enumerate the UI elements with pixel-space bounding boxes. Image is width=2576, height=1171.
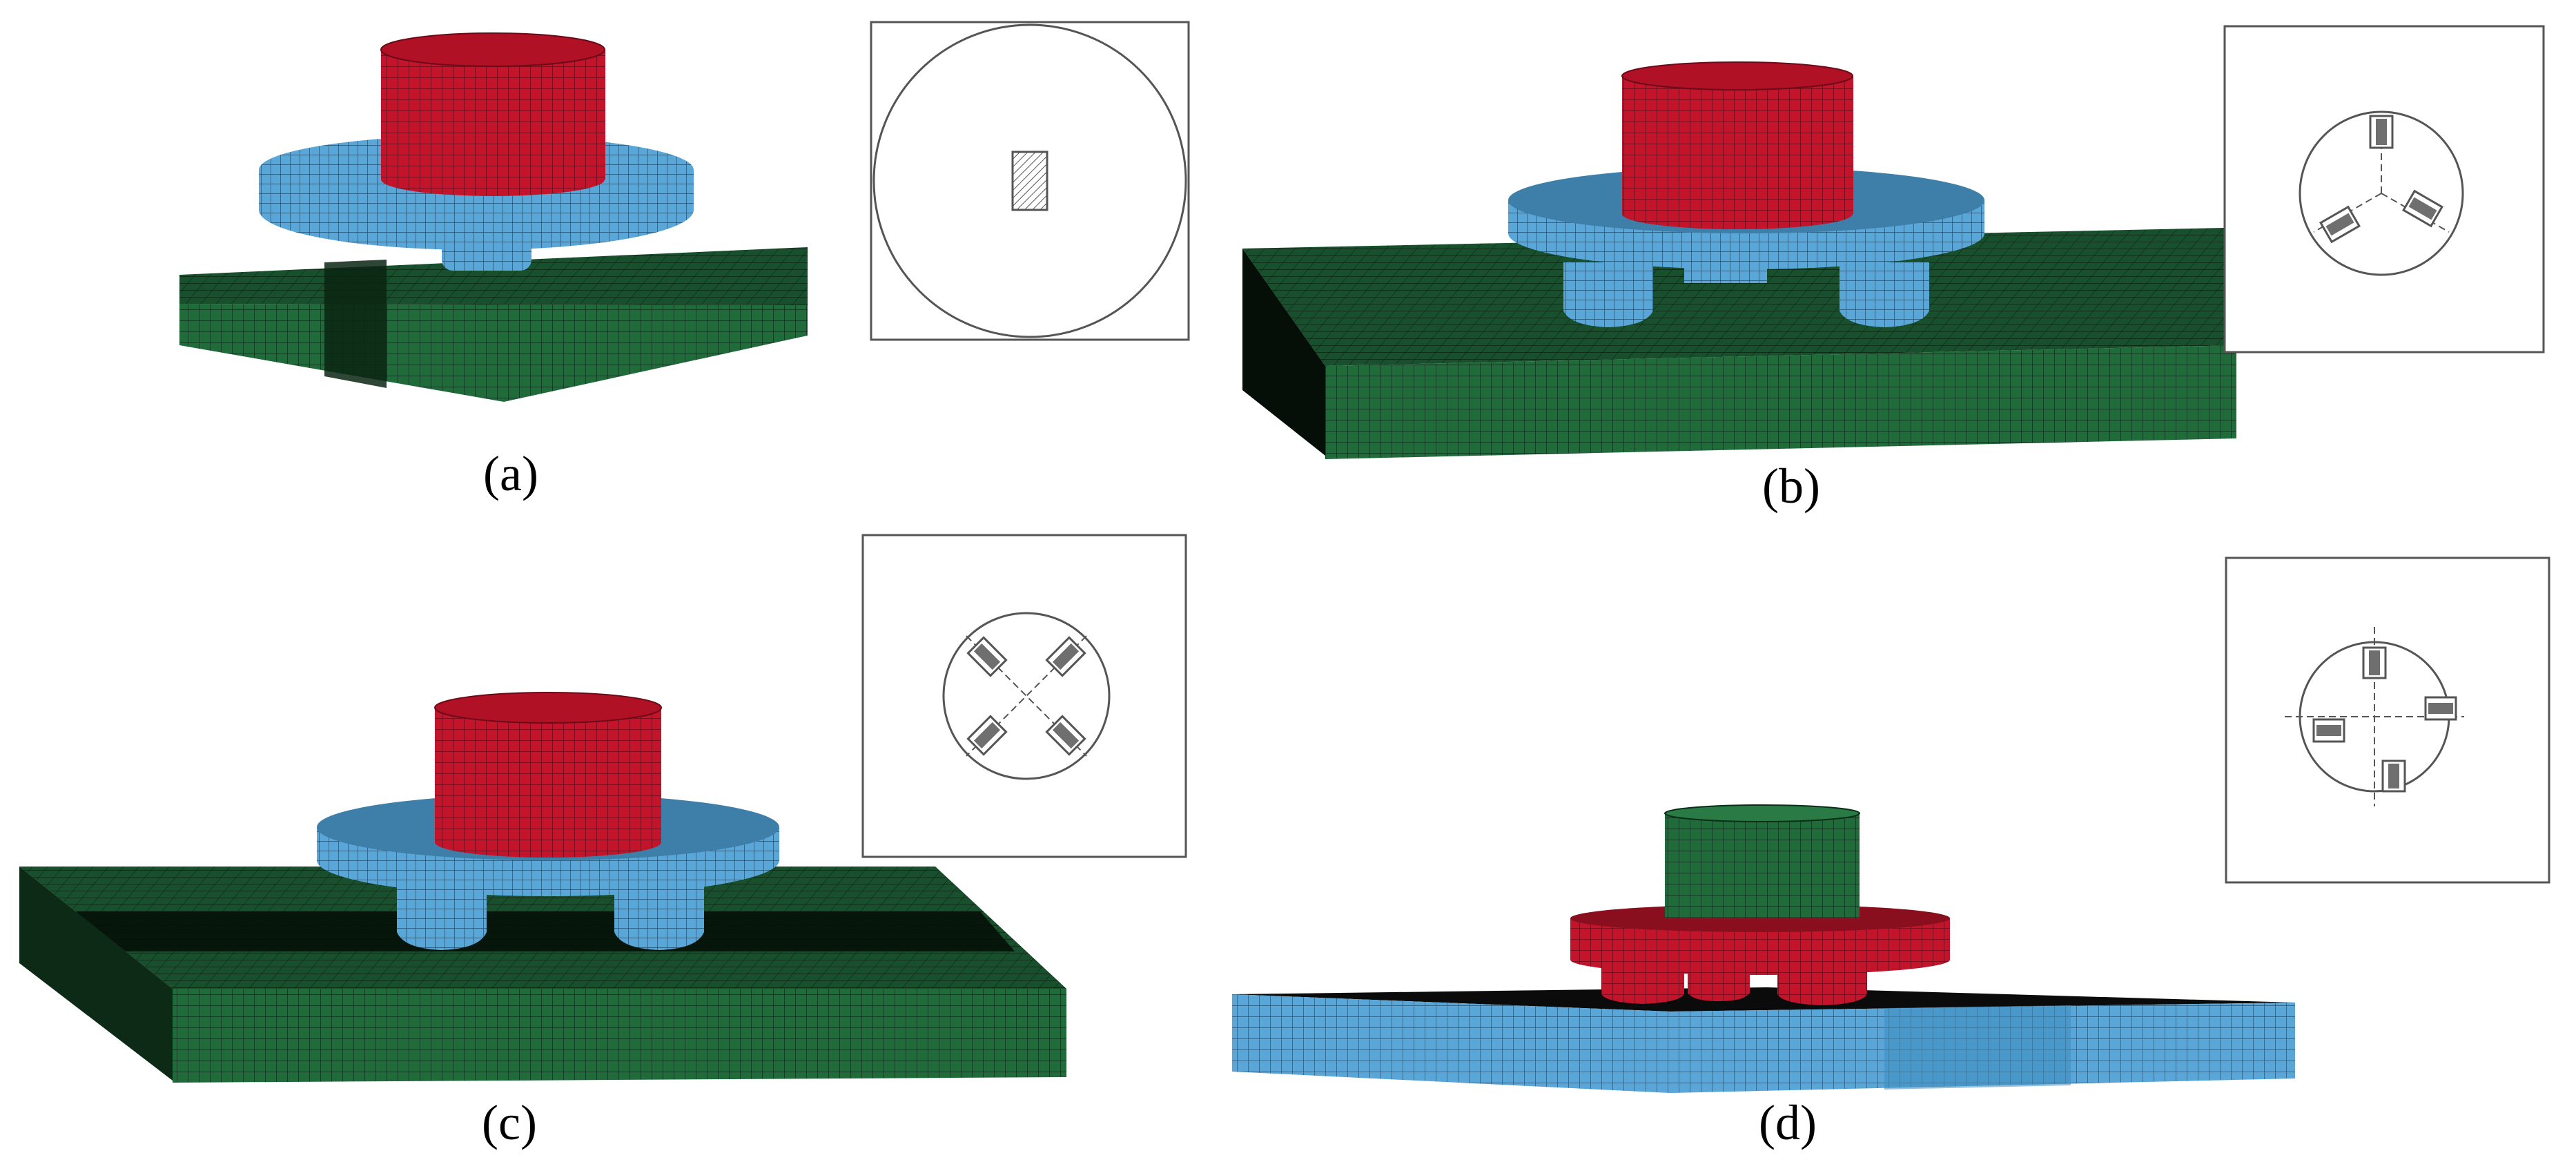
panel-b-cylinder-bottom bbox=[1622, 199, 1853, 229]
panel-d-inset-frame bbox=[2225, 557, 2550, 884]
panel-d-label: (d) bbox=[1759, 1095, 1817, 1150]
panel-b: (b) bbox=[1242, 25, 2545, 514]
panel-c-pin-right bbox=[614, 884, 704, 950]
panel-d-model bbox=[1232, 804, 2295, 1093]
panel-c-cylinder-top bbox=[434, 692, 662, 724]
panel-b-pin-right bbox=[1840, 262, 1929, 327]
panel-d-cylinder-top bbox=[1664, 804, 1860, 822]
panel-b-label: (b) bbox=[1762, 458, 1820, 514]
panel-d-inset-pin-bottom bbox=[2381, 759, 2406, 793]
panel-c-inset bbox=[861, 534, 1187, 858]
panel-c-plate-dark-band bbox=[76, 911, 1015, 951]
panel-c-inset-pin-top-left bbox=[966, 636, 1008, 677]
panel-d-plate-top bbox=[1232, 987, 2295, 1012]
panel-c-cylinder-side bbox=[435, 708, 661, 842]
panel-a-cylinder-bottom bbox=[381, 163, 605, 196]
panel-c-label: (c) bbox=[482, 1095, 537, 1150]
panel-c: (c) bbox=[19, 534, 1187, 1150]
panel-a-inset-pin bbox=[1011, 151, 1048, 211]
panel-a-plate-weld-band bbox=[324, 260, 387, 388]
panel-c-cylinder-bottom bbox=[435, 827, 661, 858]
panel-d-inset-pin-right bbox=[2424, 696, 2457, 721]
panel-c-inset-pin-bottom-left bbox=[966, 715, 1008, 756]
panel-d-shoulder-bottom bbox=[1570, 945, 1950, 975]
panel-d-cylinder-side bbox=[1665, 813, 1860, 918]
panel-d-inset-pin-left bbox=[2312, 718, 2345, 743]
panel-b-cylinder-side bbox=[1622, 76, 1853, 214]
panel-b-plate-side-left bbox=[1242, 249, 1325, 456]
panel-b-pin-left bbox=[1563, 262, 1653, 327]
panel-c-plate-front bbox=[173, 989, 1066, 1083]
panel-d: (d) bbox=[1232, 557, 2550, 1150]
panel-d-plate-band bbox=[1884, 1005, 2071, 1090]
panel-b-inset-shoulder-circle bbox=[2299, 110, 2464, 276]
panel-c-model bbox=[19, 692, 1066, 1083]
panel-a-model bbox=[179, 32, 808, 402]
panel-a: (a) bbox=[179, 21, 1190, 501]
panel-b-inset-pin-right bbox=[2402, 189, 2443, 228]
panel-a-label: (a) bbox=[483, 446, 538, 501]
panel-c-pin-left bbox=[397, 884, 487, 950]
panel-b-plate-front bbox=[1325, 345, 2236, 459]
panel-d-inset bbox=[2225, 557, 2550, 884]
panel-b-inset bbox=[2223, 25, 2545, 354]
panel-c-inset-frame bbox=[861, 534, 1187, 858]
panel-a-plate-front bbox=[179, 304, 808, 402]
panel-c-plate-side-left bbox=[19, 867, 173, 1081]
panel-a-inset-shoulder-circle bbox=[872, 23, 1187, 338]
panel-b-model bbox=[1242, 61, 2236, 459]
panel-a-cylinder-side bbox=[381, 50, 605, 180]
panel-b-inset-pin-left bbox=[2319, 205, 2361, 244]
panel-b-inset-pin-top bbox=[2369, 115, 2394, 149]
panel-b-inset-frame bbox=[2223, 25, 2545, 354]
panel-c-inset-pin-top-right bbox=[1045, 636, 1086, 677]
panel-d-inset-pin-top bbox=[2362, 646, 2387, 679]
panel-c-inset-shoulder-circle bbox=[942, 612, 1111, 780]
panel-b-plate-top bbox=[1242, 228, 2236, 366]
panel-a-cylinder-top bbox=[380, 32, 605, 67]
panel-c-inset-pin-bottom-right bbox=[1045, 715, 1086, 756]
panel-b-cylinder-top bbox=[1621, 61, 1853, 90]
panel-a-inset bbox=[870, 21, 1190, 341]
